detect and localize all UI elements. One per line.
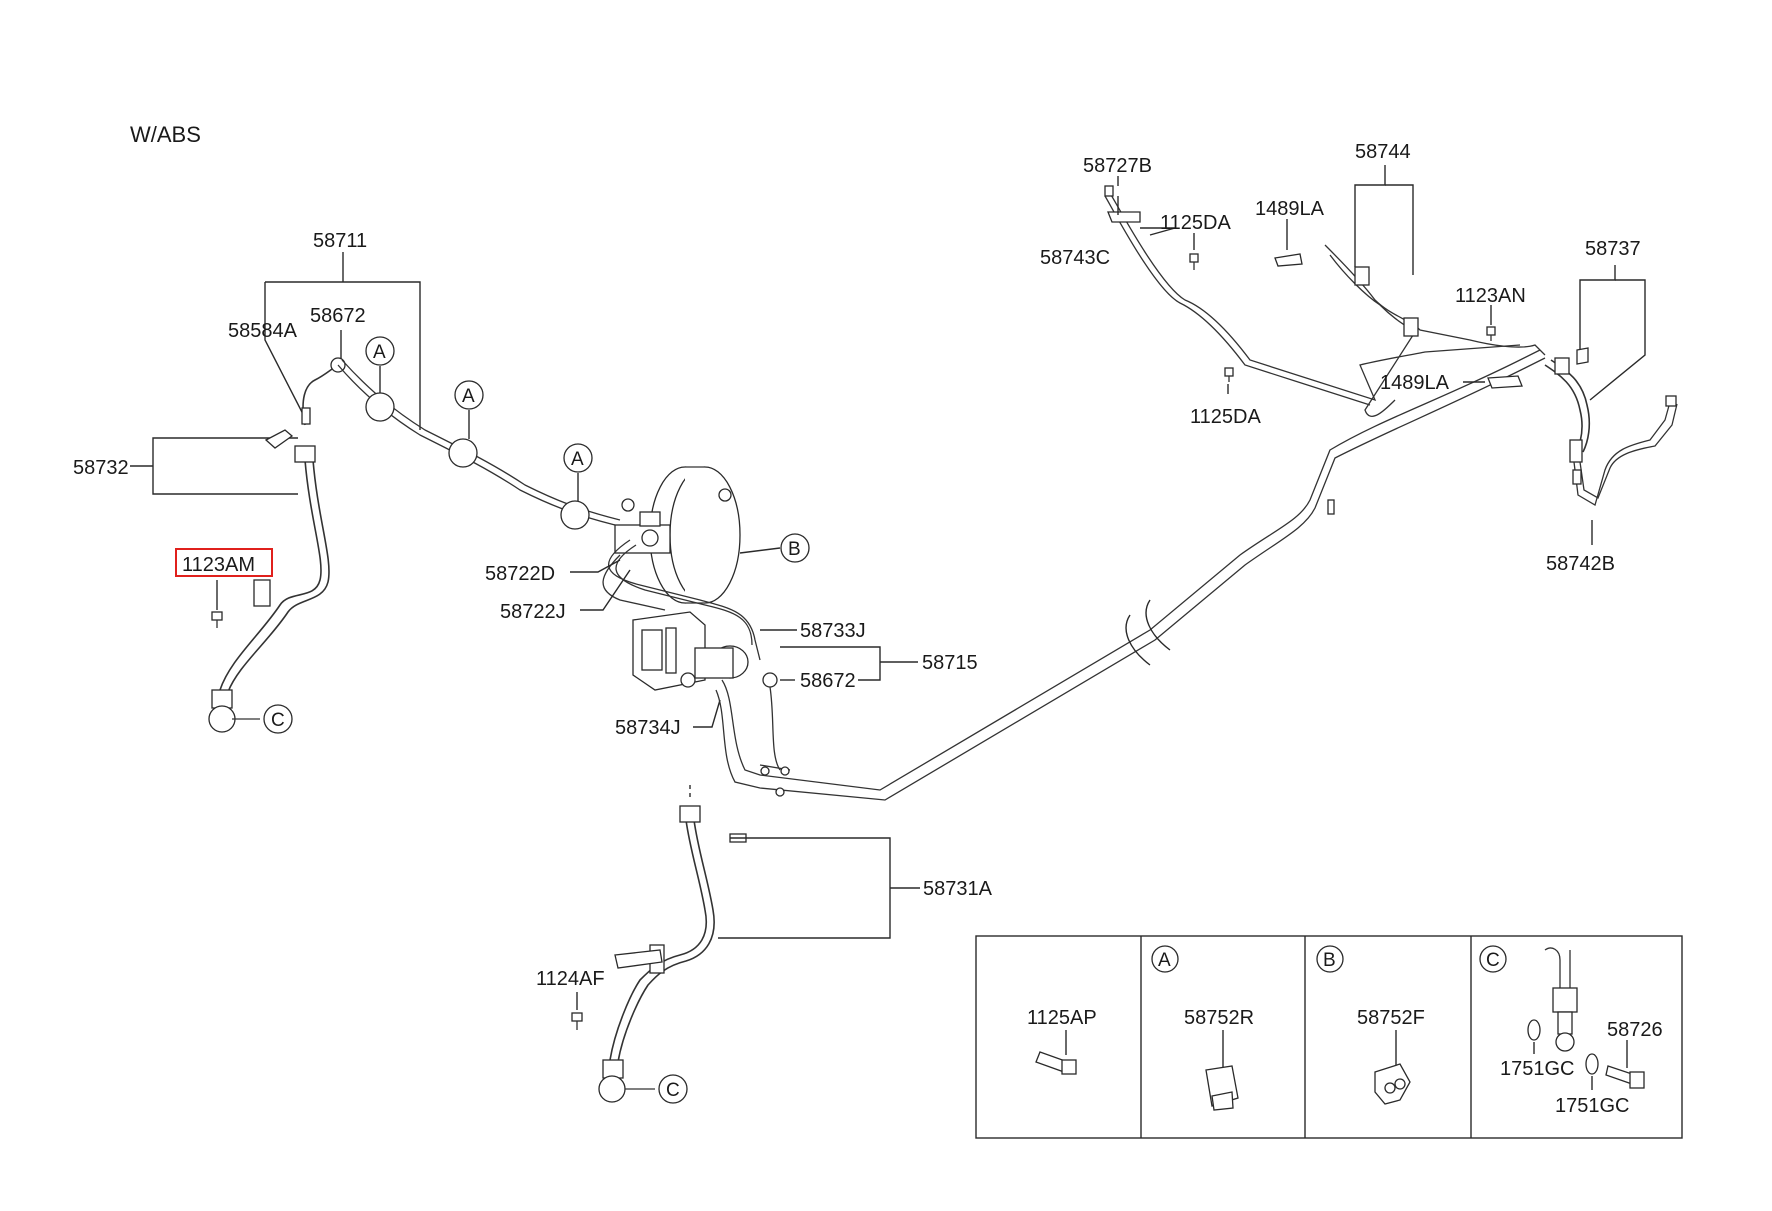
callout-1489la-bot: 1489LA [1380,372,1450,394]
callout-58672-top: 58672 [310,305,366,327]
ref-c-lower: C [666,1080,680,1101]
table-part-1751gc-b: 1751GC [1555,1095,1630,1117]
table-ref-c: C [1486,950,1500,971]
callout-58731a: 58731A [923,878,993,900]
lower-hose-group: C 58731A 1124AF [536,785,993,1104]
table-ref-b: B [1323,950,1336,971]
table-part-58726: 58726 [1607,1019,1663,1041]
booster-abs-group: B 58722D 58722J 58733J 58715 58672 58734… [485,466,978,739]
callout-58722d: 58722D [485,563,555,585]
callout-58727b: 58727B [1083,155,1152,177]
callout-58584a: 58584A [228,320,298,342]
callout-58743c: 58743C [1040,247,1110,269]
diagram-title: W/ABS [130,122,201,147]
callout-58722j: 58722J [500,601,566,623]
callout-58744: 58744 [1355,141,1411,163]
table-part-1751gc-a: 1751GC [1500,1058,1575,1080]
highlight-box-1123am [175,548,273,577]
table-part-1125ap: 1125AP [1027,1007,1097,1029]
callout-1123am: 1123AM [182,554,255,576]
callout-1123an: 1123AN [1455,285,1526,307]
rear-brake-lines [715,349,1546,801]
callout-58711: 58711 [313,230,367,252]
callout-58737: 58737 [1585,238,1641,260]
callout-58715: 58715 [922,652,978,674]
callout-58734j: 58734J [615,717,681,739]
detail-table: 1125AP A 58752R B 58752F C 58726 [975,935,1683,1139]
callout-1125da-top: 1125DA [1160,212,1231,234]
callout-58742b: 58742B [1546,553,1615,575]
ref-b-mid: B [788,539,801,560]
ref-a-3: A [571,449,584,470]
table-part-58752f: 58752F [1357,1007,1425,1029]
callout-1125da-bot: 1125DA [1190,406,1261,428]
table-ref-a: A [1158,950,1171,971]
table-part-58752r: 58752R [1184,1007,1254,1029]
callout-58732: 58732 [73,457,129,479]
ref-a-2: A [462,386,475,407]
callout-1489la-top: 1489LA [1255,198,1325,220]
front-brake-line: A A A [337,336,621,530]
ref-c-left: C [271,710,285,731]
rear-upper-group: 58727B 58743C 1125DA 1125DA 1489LA 1489L… [1040,141,1678,575]
callout-1124af: 1124AF [536,968,605,990]
callout-58672-mid: 58672 [800,670,856,692]
ref-a-1: A [373,342,386,363]
front-left-hose-group: C 58711 58584A 58672 58732 1123AM [73,230,421,734]
callout-58733j: 58733J [800,620,866,642]
